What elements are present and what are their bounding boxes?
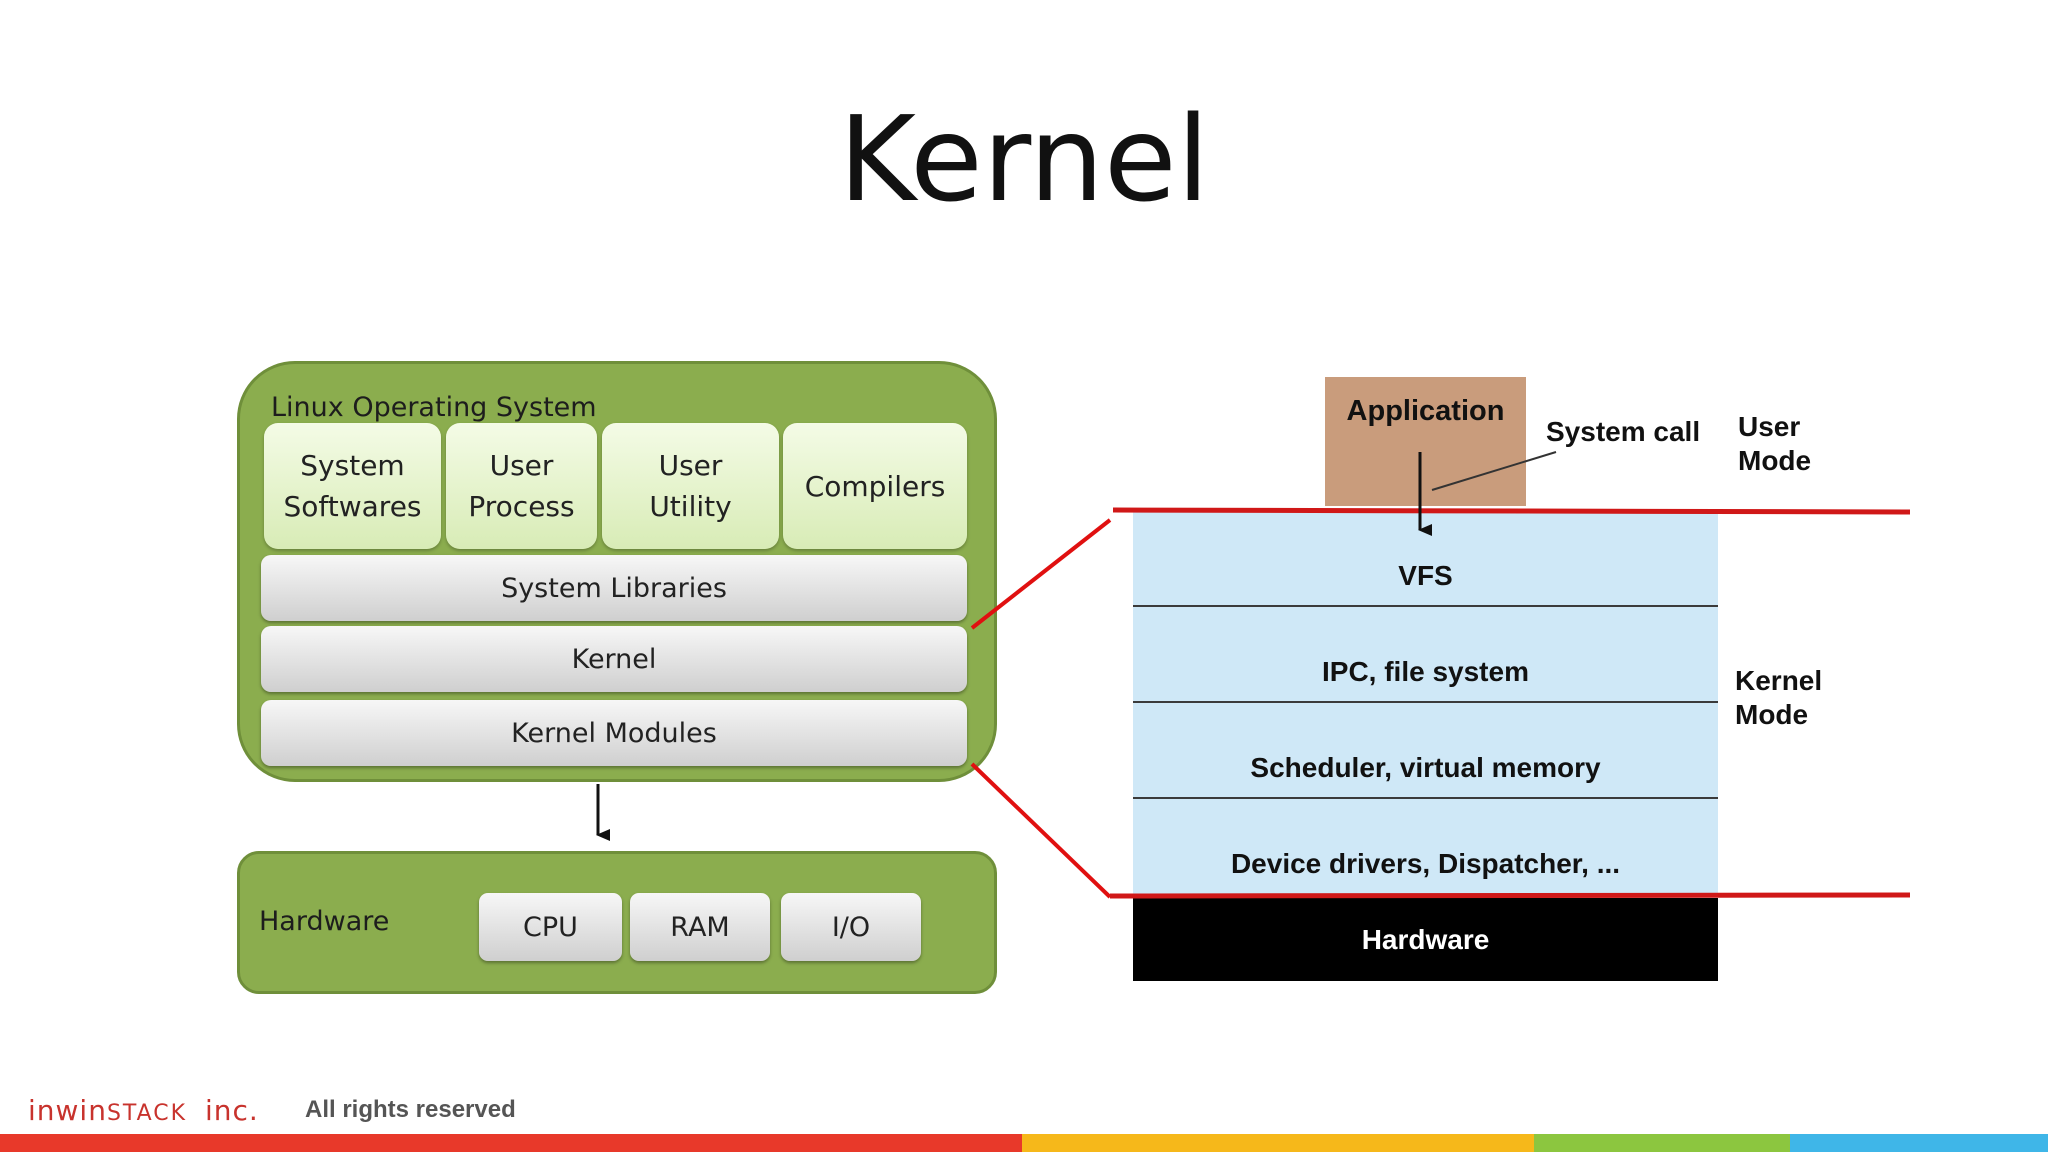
page-title: Kernel [838, 90, 1210, 228]
app-label: Compilers [804, 469, 946, 503]
hw-chip-io: I/O [781, 893, 921, 961]
app-user-process: User Process [446, 423, 597, 549]
chip-label: RAM [670, 911, 730, 943]
app-user-utility: User Utility [602, 423, 779, 549]
copyright-text: All rights reserved [305, 1096, 516, 1123]
app-label: User Utility [649, 449, 732, 523]
footer-bar-blue [1790, 1134, 2048, 1152]
kernel-row-divider [1133, 605, 1718, 607]
kernel-mode-label: Kernel Mode [1735, 665, 1823, 730]
app-compilers: Compilers [783, 423, 967, 549]
system-call-pointer [1431, 451, 1557, 491]
kernel-stack [1133, 510, 1718, 896]
kernel-row-scheduler: Scheduler, virtual memory [1250, 752, 1601, 783]
hardware-block: Hardware [1133, 898, 1718, 981]
layer-kernel-modules: Kernel Modules [261, 700, 967, 766]
logo-main: inwin [28, 1094, 107, 1127]
kernel-row-vfs: VFS [1398, 560, 1453, 591]
zoom-line-bottom [970, 762, 1112, 899]
os-label: Linux Operating System [271, 392, 597, 423]
app-system-softwares: System Softwares [264, 423, 441, 549]
hardware-label: Hardware [259, 906, 390, 937]
app-label: System Softwares [283, 449, 422, 523]
hw-chip-cpu: CPU [479, 893, 622, 961]
user-mode-label: User Mode [1738, 411, 1812, 476]
logo-stack: STACK [106, 1101, 188, 1126]
hw-chip-ram: RAM [630, 893, 770, 961]
company-logo: inwinSTACK inc. [28, 1094, 259, 1127]
chip-label: I/O [831, 911, 871, 943]
application-label: Application [1346, 395, 1505, 427]
layer-system-libraries: System Libraries [261, 555, 967, 621]
footer-bar-red [0, 1134, 1022, 1152]
user-kernel-boundary [1112, 507, 1911, 515]
application-block [1325, 377, 1526, 506]
zoom-line-top [970, 518, 1112, 630]
system-call-label: System call [1546, 416, 1701, 447]
layer-label: System Libraries [501, 572, 727, 604]
hardware-block-label: Hardware [1361, 923, 1490, 955]
app-label: User Process [468, 449, 575, 523]
layer-label: Kernel [571, 643, 657, 675]
kernel-row-divider [1133, 797, 1718, 799]
layer-label: Kernel Modules [511, 717, 717, 749]
logo-inc: inc. [205, 1094, 259, 1127]
layer-kernel: Kernel [261, 626, 967, 692]
chip-label: CPU [523, 911, 578, 943]
kernel-row-ipc: IPC, file system [1322, 656, 1529, 687]
kernel-row-drivers: Device drivers, Dispatcher, ... [1230, 848, 1621, 879]
footer-bar-green [1534, 1134, 1790, 1152]
kernel-row-divider [1133, 701, 1718, 703]
kernel-hardware-boundary [1109, 892, 1911, 899]
footer-bar-yellow [1022, 1134, 1534, 1152]
